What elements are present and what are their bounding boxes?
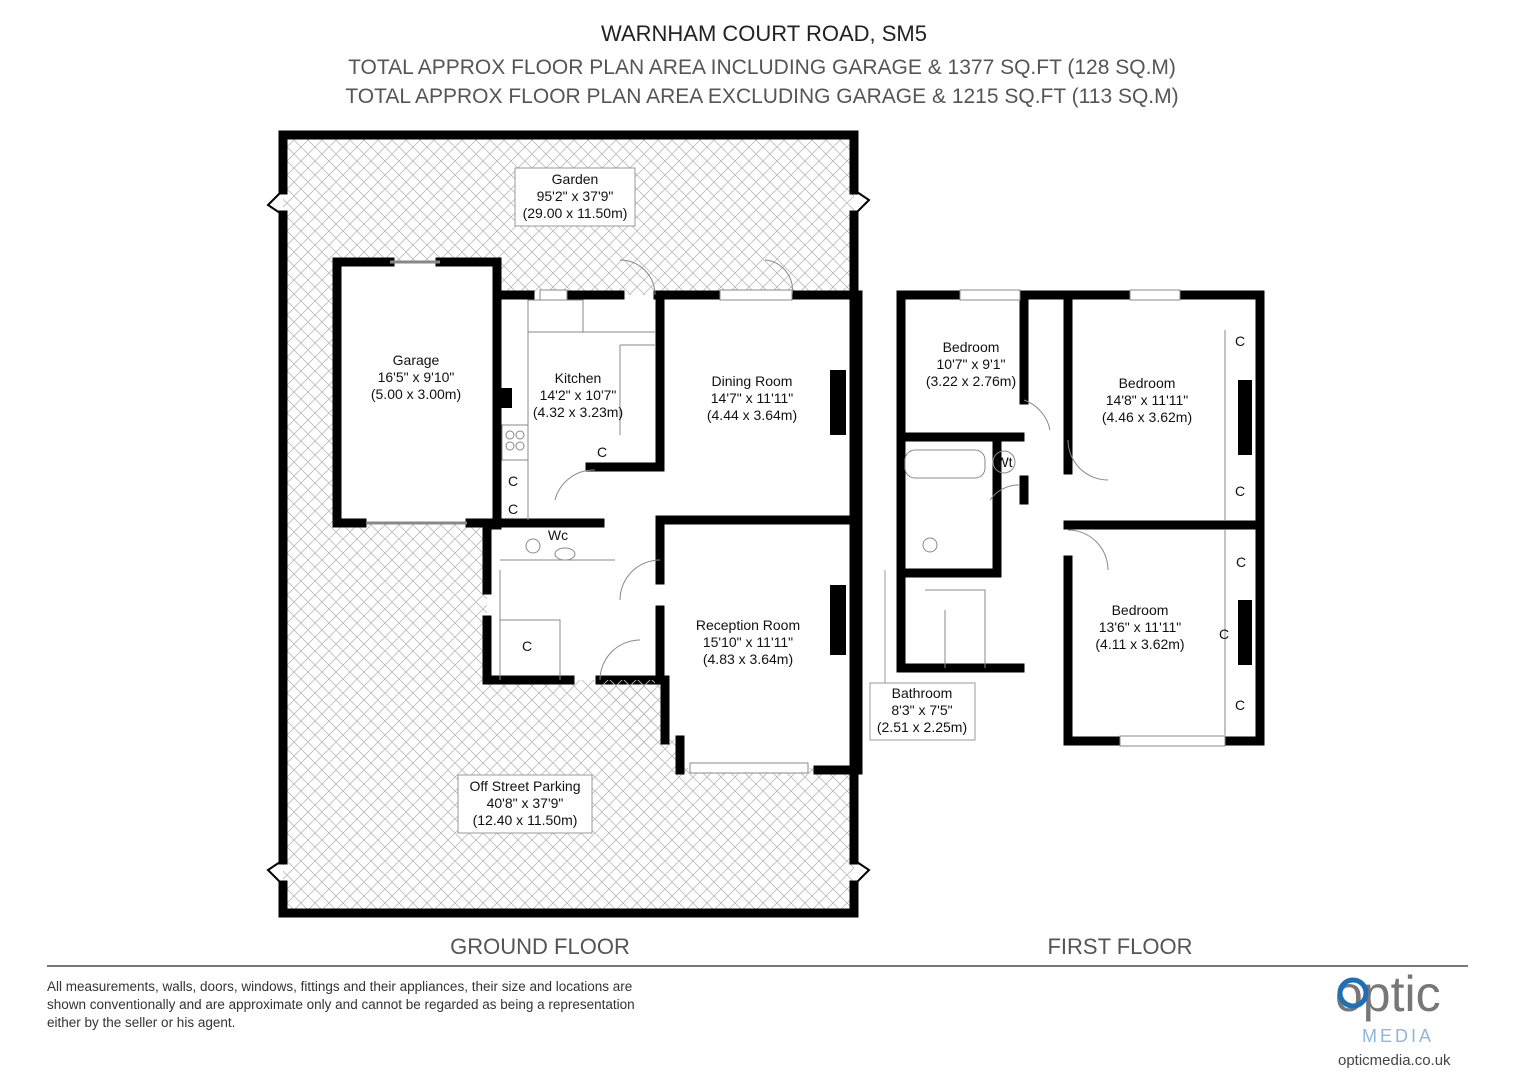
svg-text:15'10" x 11'11": 15'10" x 11'11" <box>703 634 793 650</box>
svg-text:Dining Room: Dining Room <box>712 373 793 389</box>
logo-o-mark <box>1337 977 1369 1009</box>
svg-text:(4.46 x 3.62m): (4.46 x 3.62m) <box>1102 409 1192 425</box>
svg-text:Bedroom: Bedroom <box>943 339 1000 355</box>
cupboard-label: C <box>508 501 518 517</box>
svg-text:16'5" x 9'10": 16'5" x 9'10" <box>378 369 455 385</box>
svg-text:(4.44 x 3.64m): (4.44 x 3.64m) <box>707 407 797 423</box>
ground-floor-plan <box>266 130 871 918</box>
room-label-wc: Wc <box>548 527 568 543</box>
svg-text:Bedroom: Bedroom <box>1119 375 1176 391</box>
svg-text:Reception Room: Reception Room <box>696 617 800 633</box>
svg-text:14'2" x 10'7": 14'2" x 10'7" <box>540 387 617 403</box>
cupboard-label: C <box>522 638 532 654</box>
room-label-bathroom: Bathroom 8'3" x 7'5" (2.51 x 2.25m) <box>877 685 967 735</box>
disclaimer: All measurements, walls, doors, windows,… <box>47 979 635 1030</box>
svg-text:(29.00 x 11.50m): (29.00 x 11.50m) <box>523 205 628 221</box>
room-label-off-street-parking: Off Street Parking 40'8" x 37'9" (12.40 … <box>469 778 580 828</box>
ground-floor-label: GROUND FLOOR <box>450 934 630 959</box>
first-floor-label: FIRST FLOOR <box>1047 934 1192 959</box>
cupboard-label: C <box>1235 697 1245 713</box>
cupboard-label: C <box>1235 483 1245 499</box>
room-label-reception-room: Reception Room 15'10" x 11'11" (4.83 x 3… <box>696 617 800 667</box>
svg-text:(5.00 x 3.00m): (5.00 x 3.00m) <box>371 386 461 402</box>
svg-text:(12.40 x 11.50m): (12.40 x 11.50m) <box>473 812 578 828</box>
optic-media-logo: optic MEDIA opticmedia.co.uk <box>1335 966 1451 1069</box>
svg-text:(3.22 x 2.76m): (3.22 x 2.76m) <box>926 373 1016 389</box>
svg-text:40'8" x 37'9": 40'8" x 37'9" <box>487 795 564 811</box>
svg-text:Bedroom: Bedroom <box>1112 602 1169 618</box>
room-label-bedroom-3: Bedroom 13'6" x 11'11" (4.11 x 3.62m) <box>1095 602 1184 652</box>
room-label-dining-room: Dining Room 14'7" x 11'11" (4.44 x 3.64m… <box>707 373 797 423</box>
wt-label: Wt <box>995 454 1012 470</box>
room-label-bedroom-1: Bedroom 10'7" x 9'1" (3.22 x 2.76m) <box>926 339 1016 389</box>
svg-text:95'2" x 37'9": 95'2" x 37'9" <box>537 188 614 204</box>
first-floor-plan <box>896 289 1265 747</box>
svg-text:(4.32 x 3.23m): (4.32 x 3.23m) <box>533 404 623 420</box>
cupboard-label: C <box>1219 626 1229 642</box>
svg-text:13'6" x 11'11": 13'6" x 11'11" <box>1099 619 1182 635</box>
cupboard-label: C <box>597 444 607 460</box>
room-label-garden: Garden 95'2" x 37'9" (29.00 x 11.50m) <box>523 171 628 221</box>
svg-text:14'8" x 11'11": 14'8" x 11'11" <box>1106 392 1189 408</box>
plan-title: WARNHAM COURT ROAD, SM5 <box>601 21 927 46</box>
svg-text:Bathroom: Bathroom <box>892 685 953 701</box>
svg-text:All measurements, walls, doors: All measurements, walls, doors, windows,… <box>47 979 632 994</box>
svg-text:either by the seller or his ag: either by the seller or his agent. <box>47 1015 235 1030</box>
logo-sub: MEDIA <box>1362 1026 1434 1046</box>
logo-url: opticmedia.co.uk <box>1338 1052 1451 1069</box>
svg-text:(4.83 x 3.64m): (4.83 x 3.64m) <box>703 651 793 667</box>
area-including-garage: TOTAL APPROX FLOOR PLAN AREA INCLUDING G… <box>348 56 1176 79</box>
svg-text:14'7" x 11'11": 14'7" x 11'11" <box>711 390 794 406</box>
svg-text:shown conventionally and are a: shown conventionally and are approximate… <box>47 997 635 1012</box>
svg-text:(2.51 x 2.25m): (2.51 x 2.25m) <box>877 719 967 735</box>
room-label-bedroom-2: Bedroom 14'8" x 11'11" (4.46 x 3.62m) <box>1102 375 1192 425</box>
svg-text:Kitchen: Kitchen <box>555 370 602 386</box>
room-label-garage: Garage 16'5" x 9'10" (5.00 x 3.00m) <box>371 352 461 402</box>
logo-word: optic <box>1335 966 1441 1022</box>
room-label-kitchen: Kitchen 14'2" x 10'7" (4.32 x 3.23m) <box>533 370 623 420</box>
cupboard-label: C <box>1236 554 1246 570</box>
svg-text:Garage: Garage <box>393 352 440 368</box>
svg-text:Garden: Garden <box>552 171 599 187</box>
svg-text:(4.11 x 3.62m): (4.11 x 3.62m) <box>1095 636 1184 652</box>
svg-text:8'3" x 7'5": 8'3" x 7'5" <box>891 702 952 718</box>
area-excluding-garage: TOTAL APPROX FLOOR PLAN AREA EXCLUDING G… <box>345 85 1178 108</box>
svg-text:Off Street Parking: Off Street Parking <box>469 778 580 794</box>
svg-text:10'7" x 9'1": 10'7" x 9'1" <box>937 356 1006 372</box>
cupboard-label: C <box>1235 333 1245 349</box>
cupboard-label: C <box>508 473 518 489</box>
